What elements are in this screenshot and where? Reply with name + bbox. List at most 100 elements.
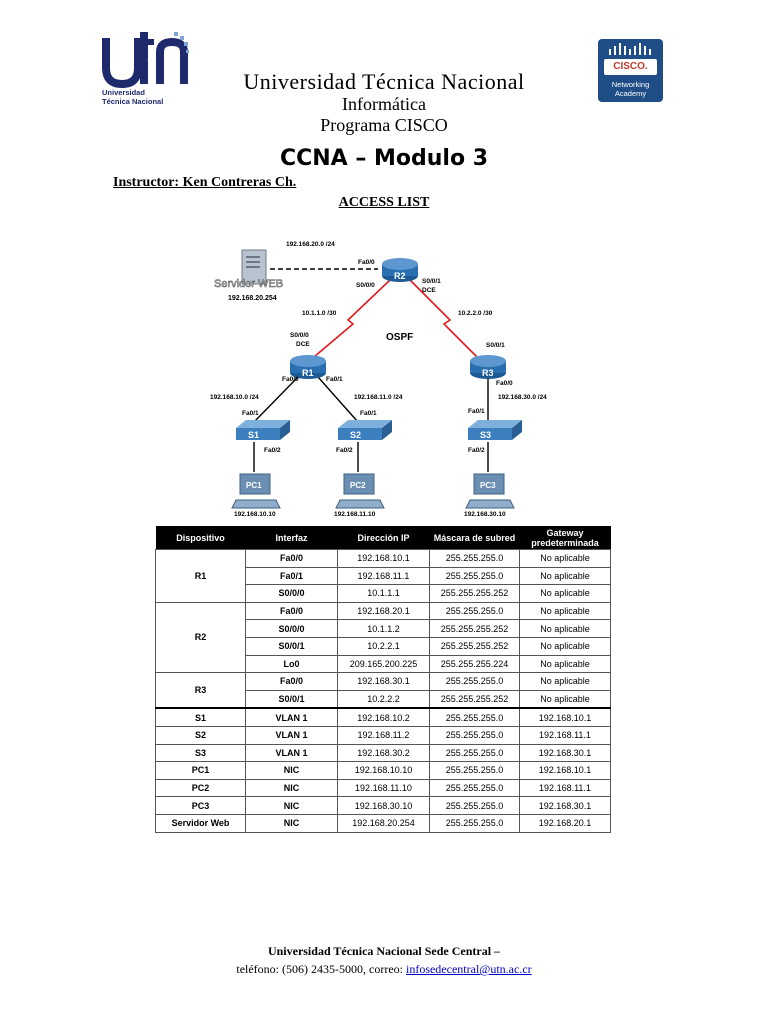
cisco-networking-academy-logo: CISCO. Networking Academy bbox=[598, 39, 663, 102]
interface-cell: S0/0/1 bbox=[245, 689, 338, 709]
gateway-cell: 192.168.30.1 bbox=[519, 743, 611, 763]
utn-logo-mark: UTN bbox=[102, 32, 189, 89]
ip-cell: 192.168.20.254 bbox=[337, 813, 430, 833]
cisco-wordmark: CISCO. bbox=[604, 59, 657, 75]
label-link-r1-r2: 10.1.1.0 /30 bbox=[302, 310, 337, 317]
device-cell: R2 bbox=[155, 601, 246, 674]
mask-cell: 255.255.255.252 bbox=[429, 619, 520, 638]
mask-cell: 255.255.255.0 bbox=[429, 549, 520, 568]
pc2-icon bbox=[335, 473, 385, 509]
device-cell: R1 bbox=[155, 549, 246, 603]
gateway-cell: No aplicable bbox=[519, 689, 611, 709]
ip-cell: 192.168.10.10 bbox=[337, 761, 430, 780]
switch-s3-icon bbox=[468, 420, 522, 440]
ip-cell: 209.165.200.225 bbox=[337, 654, 430, 674]
ip-cell: 192.168.20.1 bbox=[337, 601, 430, 621]
label-s2-fa01: Fa0/1 bbox=[360, 410, 377, 417]
mask-cell: 255.255.255.0 bbox=[429, 672, 520, 691]
cisco-bars-icon bbox=[609, 43, 651, 55]
ip-cell: 192.168.30.1 bbox=[337, 672, 430, 691]
mask-cell: 255.255.255.0 bbox=[429, 778, 520, 798]
pc3-icon bbox=[465, 473, 515, 509]
label-r3-fa00: Fa0/0 bbox=[496, 380, 513, 387]
ip-cell: 192.168.10.1 bbox=[337, 549, 430, 568]
interface-cell: S0/0/0 bbox=[245, 584, 338, 603]
label-r1-dce: DCE bbox=[296, 341, 310, 348]
mask-cell: 255.255.255.252 bbox=[429, 689, 520, 709]
ip-cell: 10.2.2.2 bbox=[337, 689, 430, 709]
label-ospf: OSPF bbox=[386, 332, 413, 343]
device-cell: R3 bbox=[155, 672, 246, 709]
utn-logo-caption-1: Universidad bbox=[102, 88, 145, 97]
ip-cell: 192.168.11.1 bbox=[337, 566, 430, 586]
utn-logo: UTN Universidad Técnica Nacional bbox=[100, 30, 192, 110]
interface-cell: Fa0/0 bbox=[245, 601, 338, 621]
network-topology-diagram: Servidor WEB 192.168.20.254 R2 R1 R3 S1 bbox=[210, 232, 548, 520]
label-r1-fa01: Fa0/1 bbox=[326, 376, 343, 383]
interface-cell: S0/0/0 bbox=[245, 619, 338, 638]
label-r2-s001: S0/0/1 bbox=[422, 278, 441, 285]
mask-cell: 255.255.255.0 bbox=[429, 761, 520, 780]
router-r2-icon bbox=[382, 258, 418, 282]
label-r3-s001: S0/0/1 bbox=[486, 342, 505, 349]
server-label: Servidor WEB bbox=[214, 278, 283, 290]
ip-cell: 192.168.11.2 bbox=[337, 725, 430, 745]
label-r2-fa00: Fa0/0 bbox=[358, 259, 375, 266]
addressing-table: Dispositivo Interfaz Dirección IP Máscar… bbox=[155, 526, 611, 833]
mask-cell: 255.255.255.0 bbox=[429, 796, 520, 815]
interface-cell: Fa0/0 bbox=[245, 549, 338, 568]
interface-cell: Lo0 bbox=[245, 654, 338, 674]
switch-s2-label: S2 bbox=[350, 430, 361, 440]
link-r2-r3-serial bbox=[409, 279, 481, 361]
header-interface: Interfaz bbox=[245, 526, 338, 550]
label-net-r3-s3: 192.168.30.0 /24 bbox=[498, 394, 547, 401]
server-icon bbox=[241, 249, 267, 285]
gateway-cell: No aplicable bbox=[519, 672, 611, 691]
switch-s3-label: S3 bbox=[480, 430, 491, 440]
label-net-r1-s2: 192.168.11.0 /24 bbox=[354, 394, 403, 401]
email-link[interactable]: infosedecentral@utn.ac.cr bbox=[405, 962, 532, 976]
gateway-cell: No aplicable bbox=[519, 654, 611, 674]
interface-cell: Fa0/1 bbox=[245, 566, 338, 586]
link-r1-r2-serial bbox=[307, 279, 391, 363]
pc2-label: PC2 bbox=[350, 481, 366, 490]
switch-s1-icon bbox=[236, 420, 290, 440]
ip-cell: 192.168.30.10 bbox=[337, 796, 430, 815]
subtitle-department: Informática bbox=[342, 94, 426, 114]
router-r1-label: R1 bbox=[302, 368, 314, 378]
header-gateway: Gateway predeterminada bbox=[519, 526, 611, 550]
gateway-cell: No aplicable bbox=[519, 584, 611, 603]
mask-cell: 255.255.255.224 bbox=[429, 654, 520, 674]
mask-cell: 255.255.255.0 bbox=[429, 601, 520, 621]
gateway-cell: No aplicable bbox=[519, 601, 611, 621]
gateway-cell: 192.168.10.1 bbox=[519, 707, 611, 727]
label-s3-fa02: Fa0/2 bbox=[468, 447, 485, 454]
mask-cell: 255.255.255.0 bbox=[429, 707, 520, 727]
pc1-icon bbox=[231, 473, 281, 509]
label-r2-s000: S0/0/0 bbox=[356, 282, 375, 289]
label-s3-fa01: Fa0/1 bbox=[468, 408, 485, 415]
label-link-r2-r3: 10.2.2.0 /30 bbox=[458, 310, 493, 317]
switch-s1-label: S1 bbox=[248, 430, 259, 440]
device-cell: PC2 bbox=[155, 778, 246, 798]
mask-cell: 255.255.255.252 bbox=[429, 584, 520, 603]
pc3-label: PC3 bbox=[480, 481, 496, 490]
header-subnet-mask: Máscara de subred bbox=[429, 526, 520, 550]
ip-cell: 10.1.1.1 bbox=[337, 584, 430, 603]
label-net-r2-web: 192.168.20.0 /24 bbox=[286, 241, 335, 248]
footer-contact: teléfono: (506) 2435-5000, correo: infos… bbox=[0, 962, 768, 977]
interface-cell: VLAN 1 bbox=[245, 725, 338, 745]
label-s1-fa01: Fa0/1 bbox=[242, 410, 259, 417]
